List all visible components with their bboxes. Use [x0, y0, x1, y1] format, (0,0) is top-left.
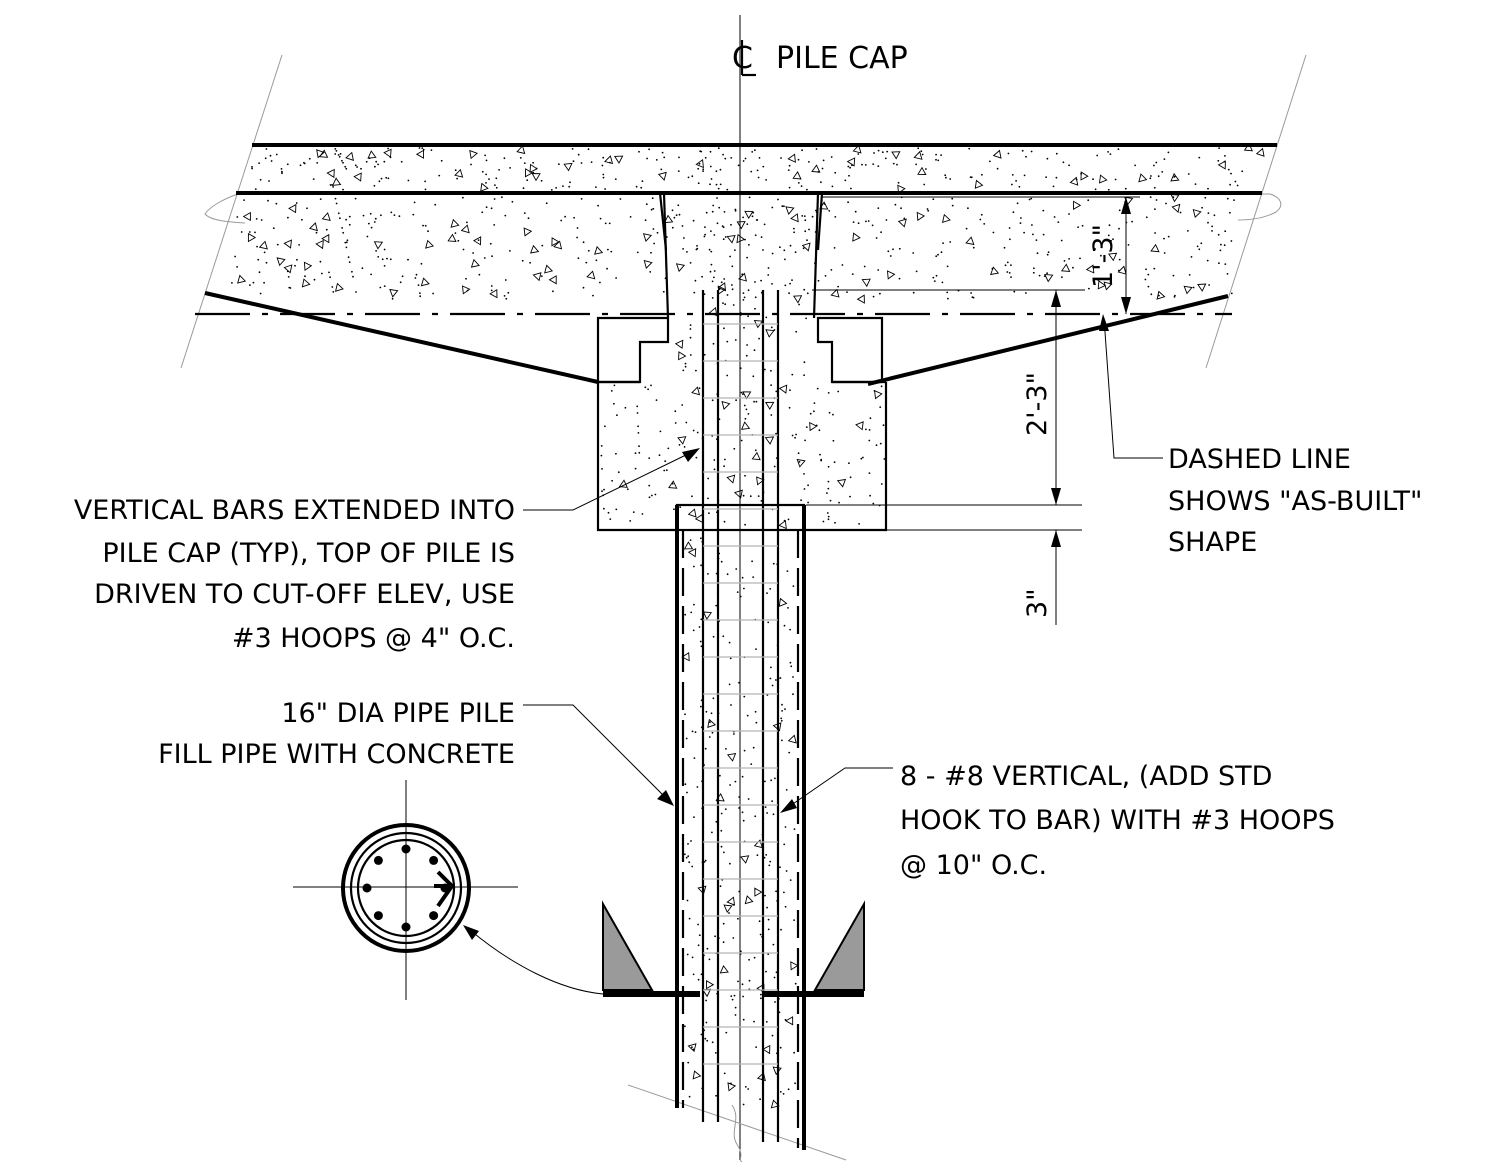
note-line: 8 - #8 VERTICAL, (ADD STD: [900, 761, 1272, 792]
dim-bottom: 3": [1022, 588, 1053, 618]
section-bar-dot: [373, 855, 383, 865]
pipe-pile: [675, 503, 806, 1150]
deck-slab: [236, 143, 1277, 195]
note-line: DRIVEN TO CUT-OFF ELEV, USE: [94, 579, 515, 610]
hoop-reinforcing: [703, 323, 778, 1065]
left-gusset: [602, 900, 654, 991]
section-bar-dot: [362, 883, 372, 893]
note-line: FILL PIPE WITH CONCRETE: [158, 739, 515, 770]
break-lines: [180, 54, 1307, 1162]
note-line: SHAPE: [1168, 527, 1257, 558]
note-line: @ 10" O.C.: [900, 850, 1047, 881]
note-reinforcing: 8 - #8 VERTICAL, (ADD STD HOOK TO BAR) W…: [900, 761, 1335, 881]
pile-cross-section: [293, 780, 518, 1000]
dimension-lines: [806, 196, 1140, 625]
note-line: HOOK TO BAR) WITH #3 HOOPS: [900, 805, 1335, 836]
note-line: #3 HOOPS @ 4" O.C.: [232, 623, 515, 654]
note-line: VERTICAL BARS EXTENDED INTO: [74, 495, 515, 526]
note-line: DASHED LINE: [1168, 444, 1351, 475]
note-line: 16" DIA PIPE PILE: [281, 698, 515, 729]
pile-base-plate: [602, 900, 865, 997]
section-bar-dot: [401, 844, 411, 854]
note-vertical-bars: VERTICAL BARS EXTENDED INTO PILE CAP (TY…: [74, 495, 515, 654]
note-line: SHOWS "AS-BUILT": [1168, 486, 1422, 517]
concrete-aggregate-triangles: [237, 142, 1265, 1109]
right-gusset: [813, 900, 865, 991]
dim-top: 1'-3": [1088, 224, 1119, 288]
section-bar-dot: [373, 911, 383, 921]
section-bar-dot: [429, 911, 439, 921]
section-bar-dot: [401, 922, 411, 932]
title-text: PILE CAP: [776, 41, 908, 76]
leader-lines: [463, 314, 1163, 995]
dim-middle: 2'-3": [1022, 372, 1053, 436]
centerline-title: C PILE CAP: [732, 40, 908, 77]
vertical-reinforcing-bars: [701, 290, 780, 1142]
note-pipe-pile: 16" DIA PIPE PILE FILL PIPE WITH CONCRET…: [158, 698, 515, 770]
note-dashed-line: DASHED LINE SHOWS "AS-BUILT" SHAPE: [1168, 444, 1422, 558]
section-bar-dot: [429, 855, 439, 865]
note-line: PILE CAP (TYP), TOP OF PILE IS: [102, 538, 515, 569]
